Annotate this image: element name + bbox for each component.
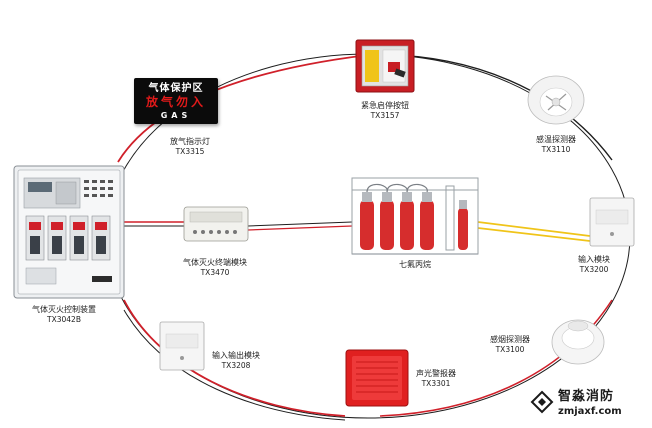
label-gas-release-lamp-name: 放气指示灯 <box>170 136 210 146</box>
loop-cable-red-lower-left <box>123 299 346 417</box>
label-input-module-name: 输入模块 <box>578 254 610 264</box>
watermark: 智淼消防 zmjaxf.com <box>530 388 646 422</box>
label-smoke-detector-name: 感烟探测器 <box>490 334 530 344</box>
label-cylinders-name: 七氟丙烷 <box>399 259 431 269</box>
io-module-device <box>159 321 205 371</box>
label-heat-detector-name: 感温探测器 <box>536 134 576 144</box>
sign-line-1: 气体保护区 <box>148 83 204 94</box>
label-control-panel-code: TX3042B <box>46 315 81 324</box>
wire-terminal-to-cylinders-red <box>247 225 353 231</box>
terminal-module-device <box>183 206 249 242</box>
heat-detector-device <box>527 75 585 125</box>
label-terminal-module-code: TX3470 <box>200 268 230 277</box>
watermark-name: 智淼消防 <box>558 389 615 404</box>
label-emergency-button-code: TX3157 <box>370 111 400 120</box>
smoke-detector-device <box>551 319 605 365</box>
gas-release-sign: 气体保护区 放气勿入 GAS <box>134 78 218 124</box>
label-control-panel-name: 气体灭火控制装置 <box>32 304 96 314</box>
label-terminal-module-name: 气体灭火终端模块 <box>183 257 247 267</box>
sign-line-3: GAS <box>160 111 192 120</box>
input-module-device <box>589 197 635 247</box>
sign-line-2: 放气勿入 <box>145 95 206 109</box>
loop-cable-black-lower-left <box>123 309 346 421</box>
watermark-logo-icon <box>530 390 554 414</box>
label-io-module-code: TX3208 <box>221 361 251 370</box>
label-emergency-button-name: 紧急启停按钮 <box>361 100 409 110</box>
wire-yellow-2 <box>477 227 591 242</box>
wire-yellow-1 <box>477 221 591 237</box>
label-sounder-strobe-code: TX3301 <box>421 379 451 388</box>
label-sounder-strobe-name: 声光警报器 <box>416 368 456 378</box>
label-smoke-detector-code: TX3100 <box>495 345 525 354</box>
wire-terminal-to-cylinders <box>247 221 353 227</box>
fm200-cylinders-device <box>351 177 479 255</box>
label-gas-release-lamp-code: TX3315 <box>175 147 205 156</box>
label-io-module-name: 输入输出模块 <box>212 350 260 360</box>
watermark-url: zmjaxf.com <box>558 406 622 417</box>
control-panel-cabinet <box>13 165 125 299</box>
sounder-strobe-device <box>345 349 409 407</box>
label-heat-detector-code: TX3110 <box>541 145 571 154</box>
label-input-module-code: TX3200 <box>579 265 609 274</box>
emergency-button-device <box>355 39 415 93</box>
